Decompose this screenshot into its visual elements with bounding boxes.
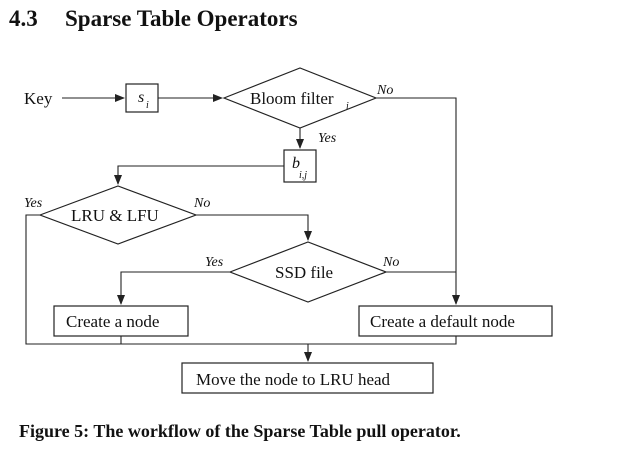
edge-label-bloom-yes: Yes (318, 131, 337, 146)
s-box-var: s (138, 89, 144, 106)
b-box (283, 149, 317, 183)
edge-label-ssd-yes: Yes (205, 255, 224, 270)
b-box-sub: i,j (299, 170, 307, 181)
edge-label-lru-yes: Yes (24, 196, 43, 211)
figure-caption: Figure 5: The workflow of the Sparse Tab… (19, 421, 461, 441)
edge-ssd-yes (117, 271, 230, 305)
edge-lru-no (196, 214, 312, 241)
create-default-node-label: Create a default node (370, 312, 515, 331)
bloom-filter-label: Bloom filter (250, 89, 334, 108)
b-box-var: b (292, 155, 300, 172)
edge-label-lru-no: No (193, 196, 210, 211)
create-node-box (53, 305, 189, 337)
key-label: Key (24, 89, 53, 108)
edge-label-ssd-no: No (382, 255, 399, 270)
move-node-box (181, 362, 434, 394)
section-number: 4.3 (9, 6, 38, 31)
edge-label-bloom-no: No (376, 83, 393, 98)
move-node-label: Move the node to LRU head (196, 370, 391, 389)
ssd-file-label: SSD file (275, 263, 333, 282)
edge-bloom-no (376, 97, 460, 305)
create-node-label: Create a node (66, 312, 159, 331)
edge-b-to-lru (114, 165, 284, 185)
s-box (125, 83, 159, 113)
section-title: Sparse Table Operators (65, 6, 298, 31)
bloom-filter-sub: i (346, 101, 349, 112)
lru-lfu-label: LRU & LFU (71, 206, 159, 225)
edge-lru-yes (25, 214, 308, 345)
edge-create-default-down (308, 336, 457, 345)
s-box-sub: i (146, 100, 149, 111)
section-heading: 4.3 Sparse Table Operators (9, 6, 298, 32)
